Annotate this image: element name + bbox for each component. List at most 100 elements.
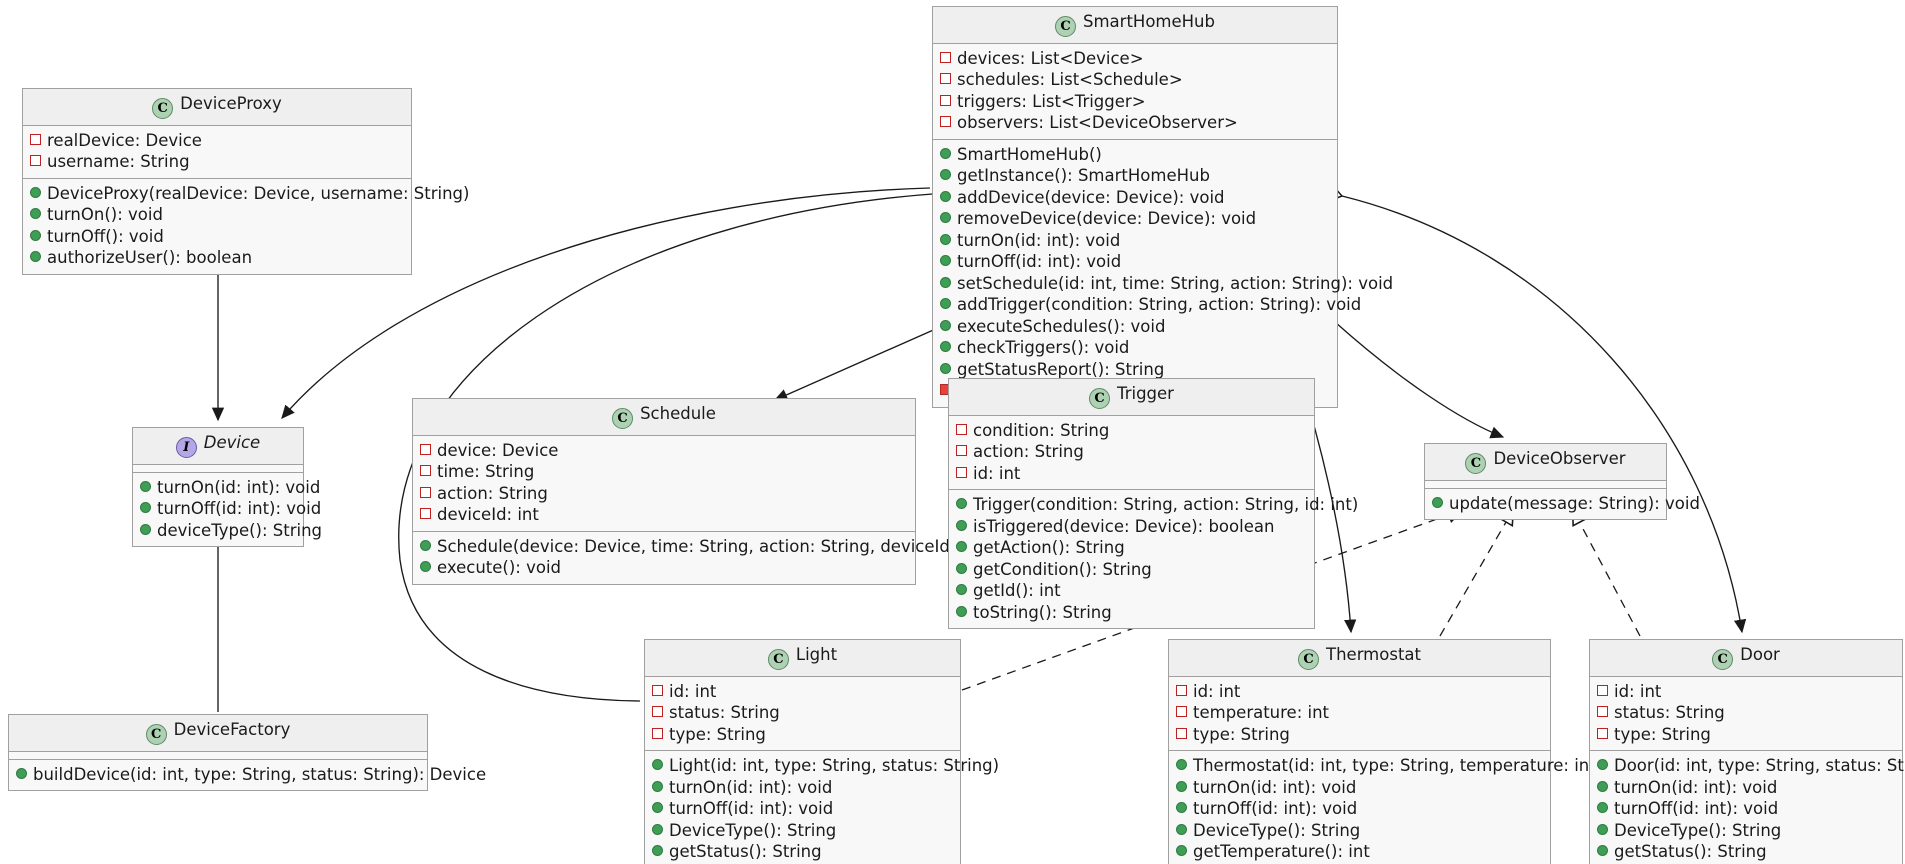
public-method-marker-icon	[30, 251, 41, 263]
public-method-marker-icon	[652, 802, 663, 814]
methods-section-deviceproxy: DeviceProxy(realDevice: Device, username…	[23, 179, 469, 274]
method-label: turnOn(id: int): void	[957, 230, 1121, 250]
public-method-marker-icon	[940, 255, 951, 267]
method-label: getTemperature(): int	[1193, 842, 1370, 862]
public-method-marker-icon	[140, 481, 151, 492]
method-label: Light(id: int, type: String, status: Str…	[669, 756, 1000, 776]
method-row: update(message: String): void	[1432, 493, 1700, 514]
method-label: turnOff(id: int): void	[157, 499, 322, 519]
method-label: turnOn(): void	[47, 205, 163, 225]
method-label: deviceType(): String	[157, 520, 323, 540]
private-field-marker-icon	[30, 134, 41, 145]
method-label: addDevice(device: Device): void	[957, 187, 1225, 207]
method-label: turnOn(id: int): void	[1614, 777, 1778, 797]
method-row: DeviceType(): String	[1176, 820, 1543, 841]
method-label: Thermostat(id: int, type: String, temper…	[1193, 756, 1603, 776]
method-label: getInstance(): SmartHomeHub	[957, 166, 1210, 186]
public-method-marker-icon	[1176, 845, 1187, 857]
class-title: Light	[795, 645, 838, 664]
field-row: id: int	[1597, 681, 1895, 702]
edge-thermostat-deviceobserver-realization	[1439, 510, 1513, 637]
method-row: Light(id: int, type: String, status: Str…	[652, 755, 999, 776]
edge-smarthomehub-door	[1325, 187, 1747, 634]
method-label: turnOff(id: int): void	[1193, 799, 1358, 819]
public-method-marker-icon	[940, 169, 951, 181]
field-label: schedules: List<Schedule>	[957, 70, 1183, 90]
public-method-marker-icon	[652, 845, 663, 857]
public-method-marker-icon	[30, 229, 41, 241]
private-field-marker-icon	[1176, 706, 1187, 718]
field-label: id: int	[1193, 682, 1241, 701]
field-row: observers: List<DeviceObserver>	[940, 112, 1330, 133]
private-field-marker-icon	[420, 508, 431, 520]
method-row: turnOn(id: int): void	[140, 477, 320, 498]
public-method-marker-icon	[1432, 497, 1443, 508]
fields-section-devicefactory	[9, 752, 427, 760]
field-label: username: String	[47, 152, 190, 172]
class-badge-icon: C	[1089, 388, 1111, 409]
method-row: setSchedule(id: int, time: String, actio…	[940, 273, 1393, 294]
field-row: status: String	[652, 702, 953, 723]
fields-section-deviceproxy: realDevice: Device username: String	[23, 126, 411, 179]
private-field-marker-icon	[956, 424, 967, 435]
private-field-marker-icon	[1597, 706, 1608, 718]
field-label: status: String	[669, 703, 780, 723]
method-label: getStatus(): String	[1614, 842, 1767, 862]
methods-section-door: Door(id: int, type: String, status: Stri…	[1590, 751, 1905, 864]
field-label: type: String	[1614, 724, 1711, 744]
class-badge-icon: C	[152, 98, 174, 119]
field-row: id: int	[956, 463, 1307, 484]
class-title: Schedule	[640, 404, 716, 423]
field-row: devices: List<Device>	[940, 48, 1330, 69]
method-row: getInstance(): SmartHomeHub	[940, 165, 1330, 186]
public-method-marker-icon	[940, 190, 951, 202]
method-row: getAction(): String	[956, 537, 1307, 558]
public-method-marker-icon	[140, 523, 151, 535]
method-label: turnOn(id: int): void	[157, 478, 321, 497]
method-label: toString(): String	[973, 602, 1112, 622]
method-row: addDevice(device: Device): void	[940, 187, 1330, 208]
fields-section-deviceobserver	[1425, 481, 1666, 489]
fields-section-smarthomehub: devices: List<Device> schedules: List<Sc…	[933, 44, 1337, 140]
method-row: turnOn(): void	[30, 204, 404, 225]
public-method-marker-icon	[956, 498, 967, 510]
private-field-marker-icon	[940, 94, 951, 106]
method-row: getStatusReport(): String	[940, 359, 1330, 380]
method-row: turnOn(id: int): void	[652, 777, 953, 798]
methods-section-thermostat: Thermostat(id: int, type: String, temper…	[1169, 751, 1602, 864]
private-field-marker-icon	[940, 52, 951, 63]
method-row: turnOff(id: int): void	[140, 498, 321, 519]
method-row: turnOff(): void	[30, 226, 404, 247]
public-method-marker-icon	[1176, 823, 1187, 835]
method-row: execute(): void	[420, 557, 908, 578]
method-row: turnOff(id: int): void	[940, 251, 1330, 272]
method-label: checkTriggers(): void	[957, 338, 1130, 358]
method-label: DeviceProxy(realDevice: Device, username…	[47, 183, 470, 203]
public-method-marker-icon	[140, 502, 151, 514]
method-label: update(message: String): void	[1449, 494, 1700, 513]
methods-section-light: Light(id: int, type: String, status: Str…	[645, 751, 999, 864]
field-label: time: String	[437, 462, 535, 482]
field-row: type: String	[652, 724, 953, 745]
public-method-marker-icon	[1597, 845, 1608, 857]
class-badge-icon: C	[145, 724, 167, 745]
method-row: DeviceType(): String	[1597, 820, 1895, 841]
field-label: observers: List<DeviceObserver>	[957, 113, 1238, 133]
public-method-marker-icon	[1176, 802, 1187, 814]
method-label: Schedule(device: Device, time: String, a…	[437, 536, 989, 556]
field-row: realDevice: Device	[30, 130, 404, 151]
field-label: type: String	[669, 724, 766, 744]
fields-section-device	[133, 465, 303, 473]
fields-section-schedule: device: Device time: String action: Stri…	[413, 436, 915, 532]
